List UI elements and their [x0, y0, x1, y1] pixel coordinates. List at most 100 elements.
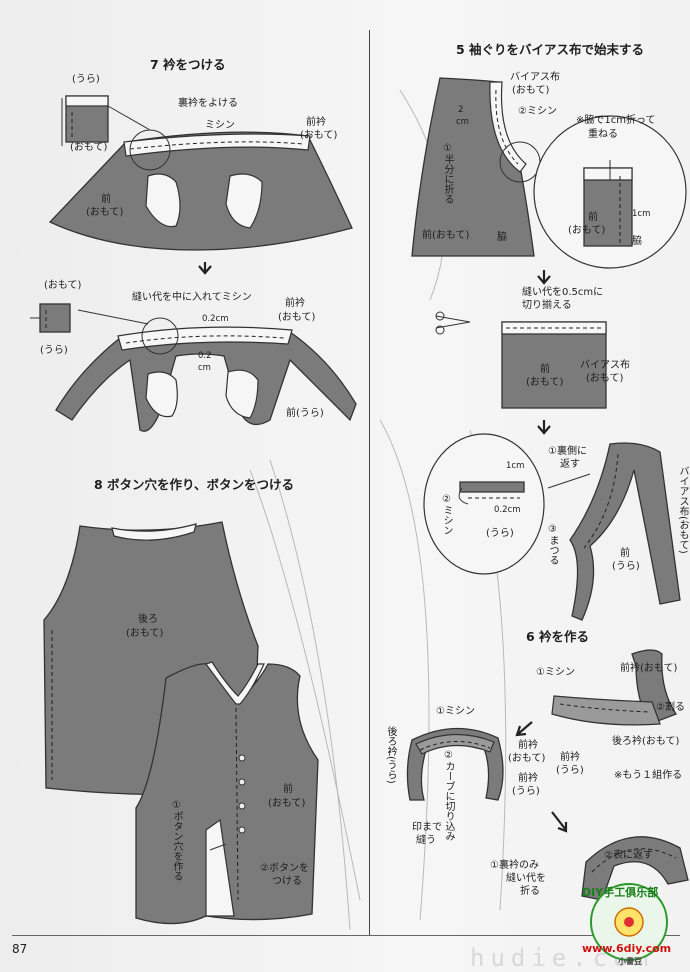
step5-label-mae4-ura: (うら) [612, 561, 640, 572]
step6-label-waru: ②割る [656, 702, 685, 713]
step5-label-cm-unit: cm [456, 117, 469, 127]
step6-label-urameri: ①裏衿のみ [490, 860, 539, 871]
step8-front-body [135, 661, 319, 925]
page-number: 87 [12, 942, 28, 956]
step6-final-collar [581, 836, 689, 901]
footer-rule [12, 935, 680, 936]
step7-label-cm: cm [198, 363, 211, 373]
step8-label-botan-tsukeru: ②ボタンを [260, 863, 309, 874]
step5-label-cm2: 2 [458, 105, 464, 115]
step6-label-ushiroeri: 後ろ衿(おもて) [612, 736, 680, 747]
step8-label-mae-omote: (おもて) [268, 798, 306, 809]
step5-label-matsuru: ③まつる [547, 524, 558, 565]
step5-label-mae4: 前 [620, 548, 630, 559]
background-pattern-lines [249, 89, 507, 931]
step6-joined-collar [406, 727, 504, 801]
step5-label-note2: 重ねる [588, 129, 618, 140]
step8-label-mae: 前 [283, 784, 293, 795]
step5-label-bias: バイアス布 [510, 72, 560, 83]
step6-label-omote-kaesu: ②表に返す [604, 850, 653, 861]
step7-label-ura2: (うら) [40, 345, 68, 356]
step5-label-mishin-v: ②ミシン [441, 494, 452, 535]
step5-label-mae2-omote: (おもて) [568, 225, 606, 236]
step6-label-maeeri4-ura: (うら) [512, 786, 540, 797]
step7-detail-a [61, 95, 109, 146]
step7-label-mae-omote: (おもて) [86, 207, 124, 218]
step8-label-botan-ana: ①ボタン穴を作る [171, 800, 182, 881]
step7-heading: 7 衿をつける [150, 57, 226, 72]
step5-label-waki: 脇 [497, 232, 507, 243]
step6-label-maeeri4: 前衿 [518, 773, 538, 784]
step8-label-ushiro-omote: (おもて) [126, 628, 164, 639]
step8-heading: 8 ボタン穴を作り、ボタンをつける [94, 477, 295, 492]
step5-detail-circle [533, 115, 687, 269]
step6-label-nuu: 縫う [416, 835, 436, 846]
step6-label-mishin2: ①ミシン [436, 706, 475, 717]
step6-label-shirushi: 印まで [412, 822, 442, 833]
step5-label-soroeru1: 縫い代を0.5cmに [522, 287, 604, 298]
step7-label-nuishiro: 縫い代を中に入れてミシン [132, 292, 252, 303]
step5-front-with-bias [411, 77, 561, 257]
step7-label-maeeri2: 前衿 [285, 298, 305, 309]
step7-label-ura: (うら) [72, 74, 100, 85]
logo-site: www.6diy.com [582, 942, 672, 955]
logo-ring-text: DIY手工俱乐部 [582, 886, 659, 899]
step6-arrow-1 [515, 721, 533, 737]
step5-label-ura: (うら) [486, 528, 514, 539]
step5-label-cm1: 1cm [632, 209, 651, 219]
step7-label-cm02a: 0.2cm [202, 314, 229, 324]
step5-label-cm02: 0.2cm [494, 505, 521, 515]
step6-label-oru: 折る [520, 886, 540, 897]
step5-label-waki2: 脇 [632, 236, 642, 247]
step6-label-maeeri-ura2: (うら) [556, 765, 584, 776]
step7-label-mae: 前 [101, 194, 111, 205]
step7-label-cm02b: 0.2 [198, 351, 212, 361]
step5-label-mishin2: ②ミシン [518, 106, 557, 117]
step6-label-curve: ②カーブに切り込み [443, 750, 454, 841]
step7-label-maeeri-omote: (おもて) [300, 130, 338, 141]
step5-arrow-1 [537, 270, 551, 285]
step5-front-inside [569, 442, 681, 621]
step5-label-soroeru2: 切り揃える [522, 300, 572, 311]
step8-label-ushiro: 後ろ [138, 614, 158, 625]
step7-detail-b [30, 303, 71, 333]
step7-label-mishin: ミシン [205, 120, 235, 131]
step6-label-maeeri-omote: 前衿(おもて) [620, 663, 678, 674]
column-divider [369, 30, 370, 935]
logo-emblem [590, 883, 668, 961]
step7-label-maeeri: 前衿 [306, 117, 326, 128]
step5-label-cm1b: 1cm [506, 461, 525, 471]
step5-heading: 5 袖ぐりをバイアス布で始末する [456, 42, 645, 57]
step6-label-maeeri3: 前衿 [518, 740, 538, 751]
step6-label-mou: ※もう１組作る [614, 770, 683, 781]
step5-label-hanbun: ①半分に折る [442, 143, 453, 204]
step7-arrow [198, 262, 212, 275]
step5-label-uragawa: ①裏側に [548, 446, 587, 457]
step5-label-bias-v: バイアス布(おもて) [677, 466, 688, 554]
step7-label-mae-ura: 前(うら) [286, 408, 324, 419]
step5-label-mae2: 前 [588, 212, 598, 223]
step6-label-maeeri-ura: 前衿 [560, 752, 580, 763]
step5-trim [435, 311, 607, 409]
step5-label-bias2: バイアス布 [580, 360, 630, 371]
step7-label-maeeri2-omote: (おもて) [278, 312, 316, 323]
step6-label-nuishiro: 縫い代を [506, 873, 546, 884]
step5-arrow-2 [537, 420, 551, 435]
step7-label-omote: (おもて) [70, 142, 108, 153]
step7-front-with-collar [48, 105, 353, 251]
logo-small: 小書豆 [618, 957, 642, 966]
logo: DIY手工俱乐部 www.6diy.com 小書豆 [578, 880, 680, 968]
step5-label-mae3: 前 [540, 364, 550, 375]
step7-label-ura-yokeru: 裏衿をよける [178, 98, 238, 109]
step6-label-mishin: ①ミシン [536, 667, 575, 678]
step6-label-ushiroeri-ura: 後ろ衿(うら) [385, 726, 396, 784]
step5-label-kaesu: 返す [560, 459, 580, 470]
step6-collar-pieces [551, 649, 677, 726]
step5-label-note1: ※脇で1cm折って [576, 115, 656, 126]
step7-label-omote2: (おもて) [44, 280, 82, 291]
step6-arrow-2 [551, 811, 568, 833]
step5-detail-circle-2 [423, 433, 591, 575]
step5-label-bias2-omote: (おもて) [586, 373, 624, 384]
